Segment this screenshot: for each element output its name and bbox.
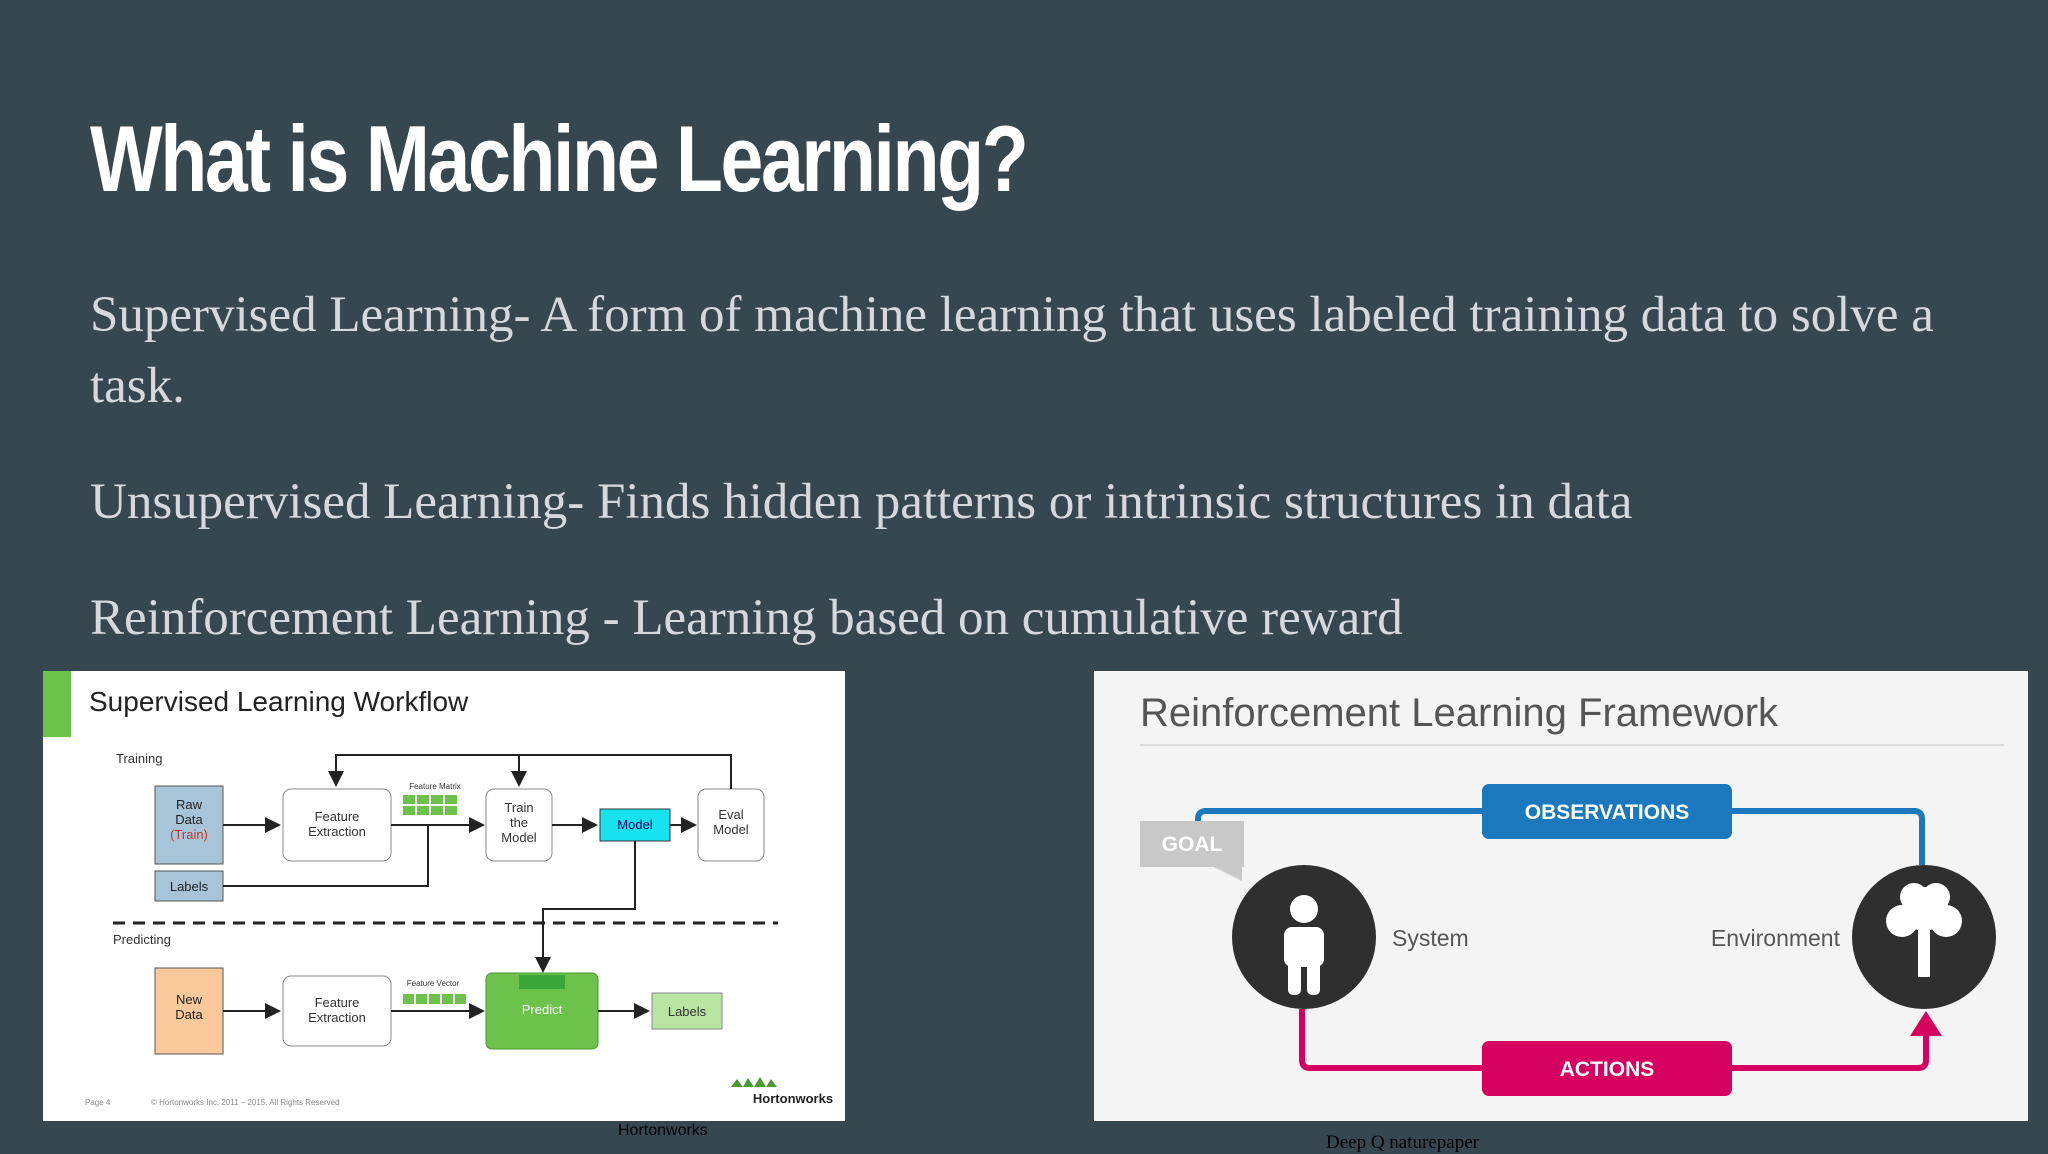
svg-text:Feature Vector: Feature Vector <box>407 979 460 988</box>
actions-label: ACTIONS <box>1560 1058 1655 1081</box>
raw-data-node <box>154 785 224 865</box>
svg-text:Train: Train <box>504 800 533 815</box>
training-label: Training <box>116 751 162 766</box>
figure-title: Supervised Learning Workflow <box>89 686 469 717</box>
rl-framework-figure: Reinforcement Learning Framework OBSERVA… <box>1094 671 2028 1121</box>
svg-text:(Train): (Train) <box>170 827 208 842</box>
supervised-workflow-figure: Supervised Learning Workflow Training Ra… <box>43 671 845 1121</box>
tree-icon <box>1886 883 1962 977</box>
hortonworks-logo <box>731 1077 777 1087</box>
bullet-supervised: Supervised Learning- A form of machine l… <box>90 287 1934 414</box>
person-icon <box>1284 895 1324 995</box>
svg-text:Eval: Eval <box>718 807 743 822</box>
predicting-label: Predicting <box>113 932 171 947</box>
copyright: © Hortonworks Inc. 2011 – 2015. All Righ… <box>151 1098 340 1107</box>
svg-text:the: the <box>510 815 528 830</box>
svg-text:Feature Matrix: Feature Matrix <box>409 782 461 791</box>
output-labels-node <box>651 992 723 1030</box>
page-note: Page 4 <box>85 1098 111 1107</box>
svg-text:Data: Data <box>175 812 203 827</box>
svg-text:Raw: Raw <box>176 797 203 812</box>
svg-text:Labels: Labels <box>668 1004 707 1019</box>
system-label: System <box>1392 925 1469 951</box>
caption-hortonworks: Hortonworks <box>618 1122 708 1139</box>
svg-text:Extraction: Extraction <box>308 824 366 839</box>
labels-node <box>154 870 224 902</box>
actions-badge <box>1482 1041 1732 1096</box>
svg-text:Predict: Predict <box>522 1002 563 1017</box>
slide-title: What is Machine Learning? <box>90 106 1029 211</box>
brand-name: Hortonworks <box>753 1091 833 1106</box>
svg-text:Labels: Labels <box>170 879 209 894</box>
svg-text:Feature: Feature <box>315 995 360 1010</box>
environment-label: Environment <box>1711 925 1841 951</box>
svg-text:Model: Model <box>713 822 749 837</box>
bullet-reinforcement: Reinforcement Learning - Learning based … <box>90 590 1403 646</box>
rl-title: Reinforcement Learning Framework <box>1140 691 1779 735</box>
svg-text:Model: Model <box>501 830 537 845</box>
observations-badge <box>1482 784 1732 839</box>
action-arrowhead <box>1910 1011 1942 1036</box>
caption-deep-q: Deep Q naturepaper <box>1326 1132 1479 1153</box>
svg-text:New: New <box>176 992 203 1007</box>
svg-text:Extraction: Extraction <box>308 1010 366 1025</box>
new-data-node <box>154 967 224 1055</box>
svg-text:Feature: Feature <box>315 809 360 824</box>
svg-text:Data: Data <box>175 1007 203 1022</box>
accent-bar <box>43 671 71 737</box>
goal-tag <box>1140 821 1244 867</box>
svg-text:Model: Model <box>617 817 653 832</box>
observations-label: OBSERVATIONS <box>1525 801 1690 824</box>
goal-label: GOAL <box>1162 833 1223 856</box>
bullet-unsupervised: Unsupervised Learning- Finds hidden patt… <box>90 474 1633 530</box>
